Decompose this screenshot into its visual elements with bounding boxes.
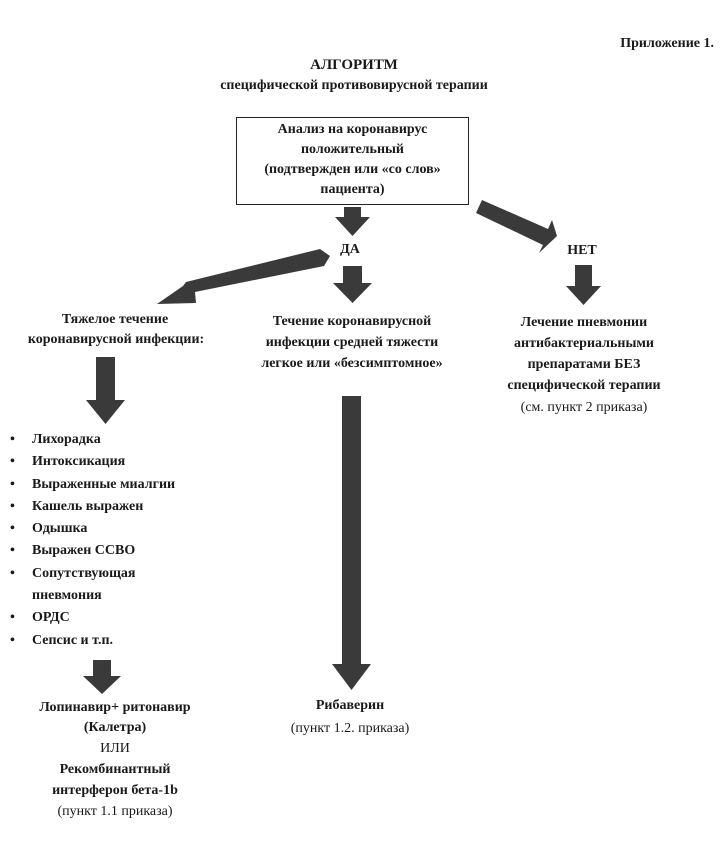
negative-line-4: специфической терапии <box>507 378 661 393</box>
box-line-3: (подтвержден или «со слов» <box>264 162 441 177</box>
severe-treatment-or: ИЛИ <box>100 741 130 756</box>
severe-treatment-line-2: (Калетра) <box>83 720 147 735</box>
severe-treatment-reference: (пункт 1.1 приказа) <box>57 804 173 819</box>
severe-heading-line-2: коронавирусной инфекции: <box>27 332 205 347</box>
symptom-item: ОРДС <box>10 607 182 630</box>
arrow-diagonal-to-no <box>476 200 557 253</box>
test-result-box <box>236 117 469 205</box>
negative-line-2: антибактериальными <box>514 336 654 351</box>
symptom-list: Лихорадка Интоксикация Выраженные миалги… <box>10 429 182 652</box>
symptom-item: Интоксикация <box>10 451 182 474</box>
symptom-item: Одышка <box>10 518 182 541</box>
severe-treatment-line-1: Лопинавир+ ритонавир <box>39 700 191 715</box>
symptom-item: Выражен ССВО <box>10 540 182 563</box>
symptom-item: Сопутствующая пневмония <box>10 563 182 608</box>
arrow-down-to-negative <box>566 265 601 305</box>
negative-reference: (см. пункт 2 приказа) <box>520 400 648 415</box>
moderate-heading-line-1: Течение коронавирусной <box>272 314 432 329</box>
box-line-4: пациента) <box>320 182 385 197</box>
no-label: НЕТ <box>567 243 597 258</box>
negative-line-1: Лечение пневмонии <box>520 315 648 330</box>
severe-treatment-line-3: Рекомбинантный <box>59 762 171 777</box>
yes-label: ДА <box>340 242 360 257</box>
symptom-item: Выраженные миалгии <box>10 474 182 497</box>
box-line-2: положительный <box>300 142 405 157</box>
arrow-down-to-severe-treatment <box>83 660 121 694</box>
negative-line-3: препаратами БЕЗ <box>527 357 641 372</box>
arrow-long-to-ribavirin <box>332 396 371 690</box>
moderate-treatment-reference: (пункт 1.2. приказа) <box>290 721 410 736</box>
moderate-treatment: Рибаверин <box>315 698 385 713</box>
symptom-item: Кашель выражен <box>10 496 182 519</box>
moderate-heading-line-2: инфекции средней тяжести <box>265 335 439 350</box>
title: АЛГОРИТМ <box>310 57 398 73</box>
symptom-item: Лихорадка <box>10 429 182 452</box>
subtitle: специфической противовирусной терапии <box>220 78 488 93</box>
arrow-down-to-moderate <box>333 266 372 303</box>
severe-treatment-line-4: интерферон бета-1b <box>52 783 178 798</box>
arrow-diagonal-to-severe <box>157 249 330 304</box>
severe-heading-line-1: Тяжелое течение <box>61 312 169 327</box>
symptom-item: Сепсис и т.п. <box>10 630 182 653</box>
appendix-label: Приложение 1. <box>620 36 714 51</box>
arrow-down-to-symptoms <box>86 357 125 424</box>
moderate-heading-line-3: легкое или «безсимптомное» <box>261 356 443 371</box>
box-line-1: Анализ на коронавирус <box>277 122 428 137</box>
arrow-down-to-yes <box>335 207 370 236</box>
